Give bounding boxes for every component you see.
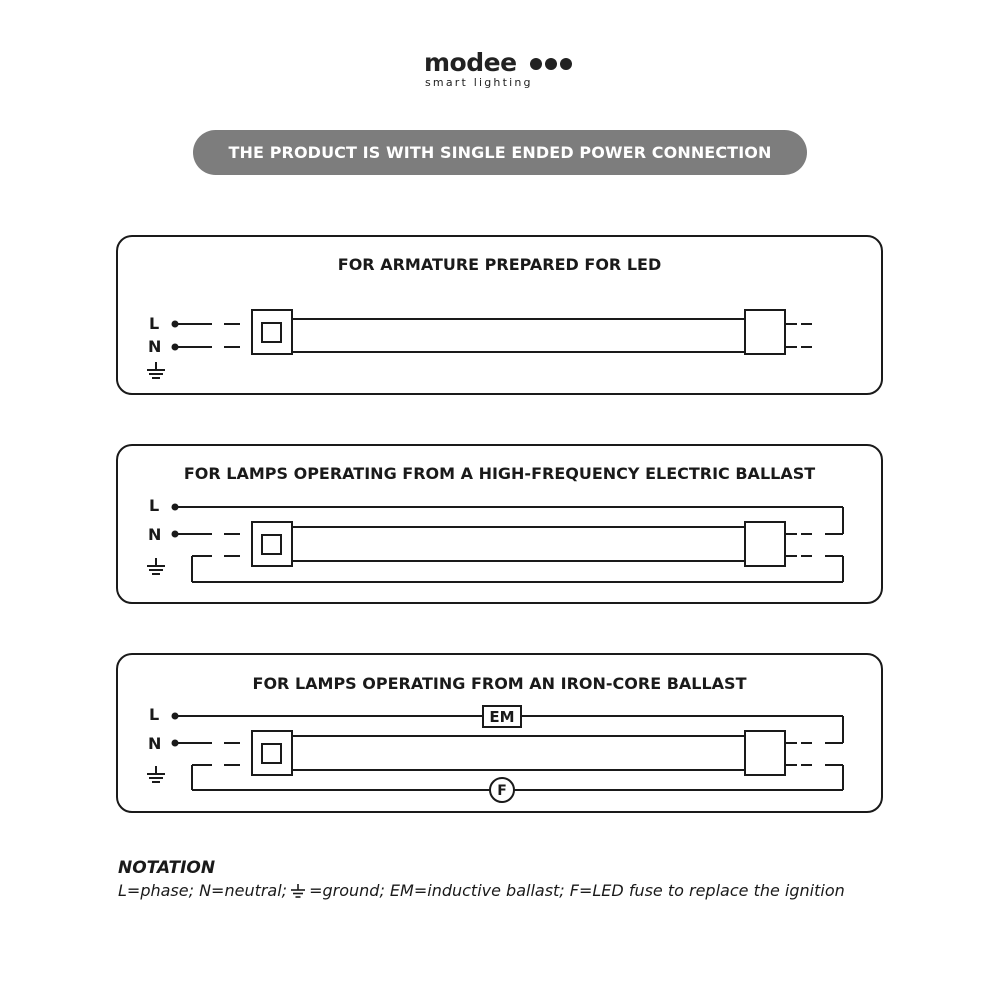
neutral-label: N xyxy=(148,525,162,544)
fuse-label: F xyxy=(497,783,507,799)
ground-icon xyxy=(291,884,306,898)
panel-electronic-ballast: FOR LAMPS OPERATING FROM A HIGH-FREQUENC… xyxy=(116,444,883,604)
notation-text: L=phase; N=neutral; =ground; EM=inductive… xyxy=(118,881,845,900)
em-label: EM xyxy=(489,708,515,726)
phase-label: L xyxy=(149,705,160,724)
logo-dots-icon xyxy=(530,58,572,70)
notation-text-start: L=phase; N=neutral; xyxy=(118,881,288,900)
connection-banner: THE PRODUCT IS WITH SINGLE ENDED POWER C… xyxy=(193,130,807,175)
phase-label: L xyxy=(149,314,160,333)
panel-title: FOR LAMPS OPERATING FROM A HIGH-FREQUENC… xyxy=(183,464,816,483)
brand-logo: modee smart lighting xyxy=(424,50,584,90)
neutral-label: N xyxy=(148,337,162,356)
panel-title: FOR LAMPS OPERATING FROM AN IRON-CORE BA… xyxy=(252,674,747,693)
neutral-label: N xyxy=(148,734,162,753)
logo-tagline: smart lighting xyxy=(425,76,533,89)
phase-label: L xyxy=(149,496,160,515)
notation-title: NOTATION xyxy=(118,858,216,878)
notation-text-end: =ground; EM=inductive ballast; F=LED fus… xyxy=(309,881,845,900)
panel-iron-core-ballast: FOR LAMPS OPERATING FROM AN IRON-CORE BA… xyxy=(116,653,883,813)
panel-title: FOR ARMATURE PREPARED FOR LED xyxy=(337,255,662,274)
logo-wordmark: modee xyxy=(424,48,517,77)
panel-led-armature: FOR ARMATURE PREPARED FOR LED xyxy=(116,235,883,395)
